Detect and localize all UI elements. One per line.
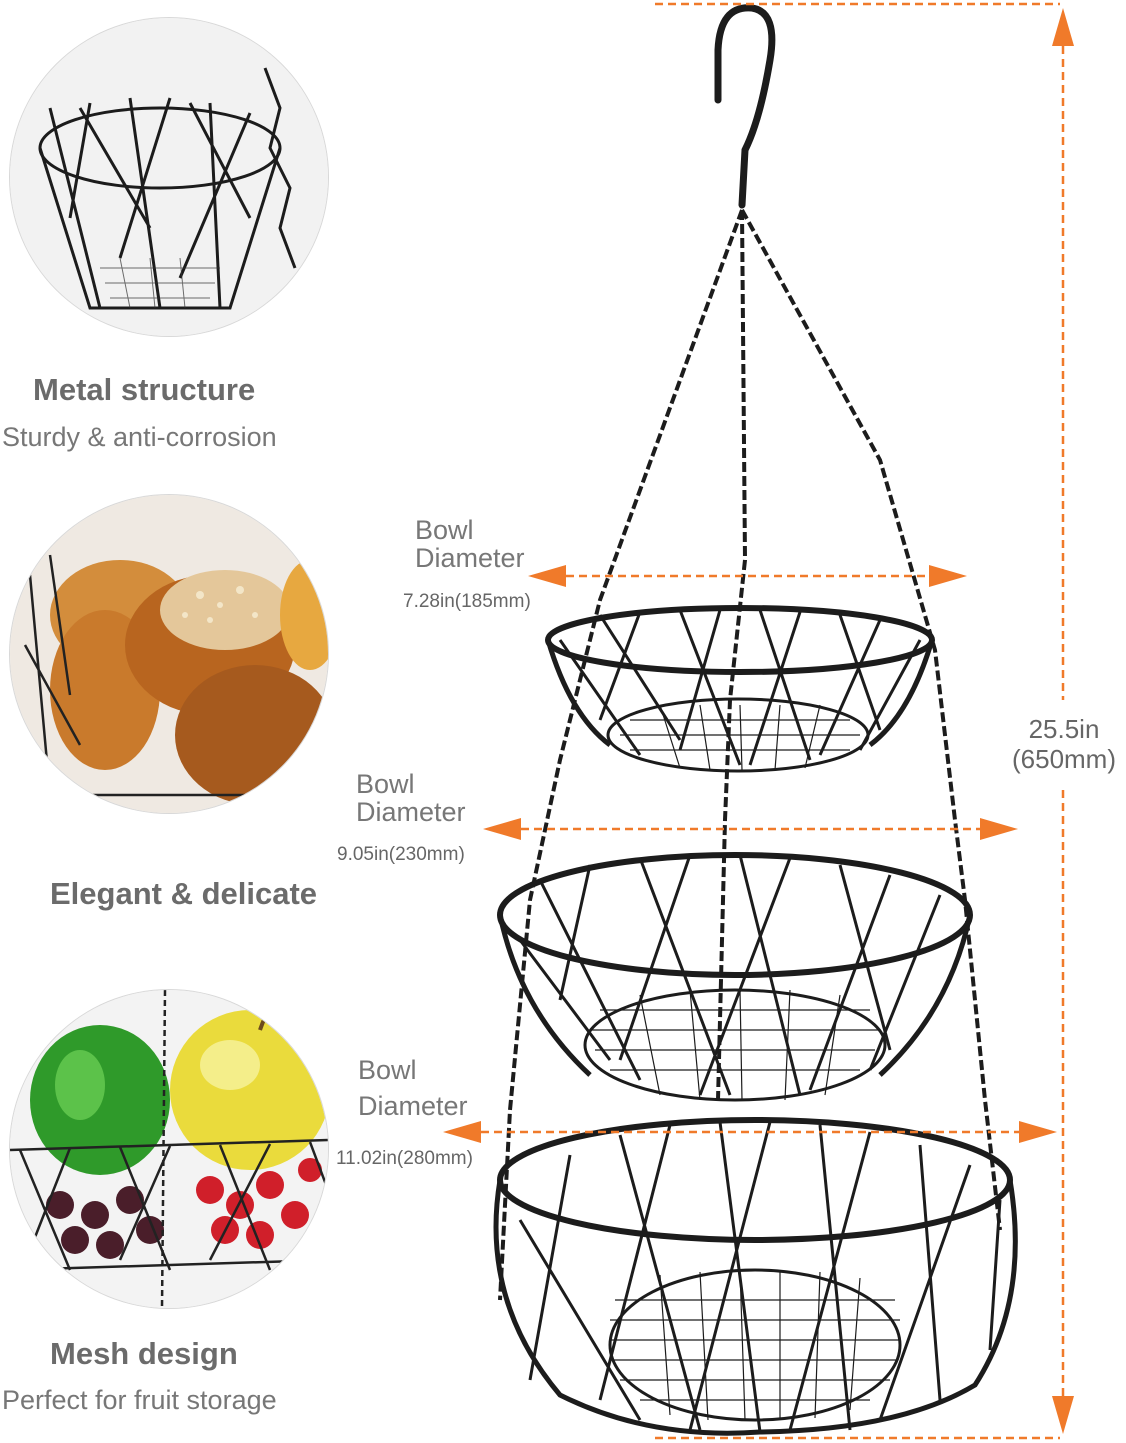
middle-basket — [497, 852, 973, 1102]
height-inches: 25.5in — [1028, 714, 1100, 744]
middle-bowl-diameter-value: 9.05in(230mm) — [337, 844, 465, 865]
bread-in-basket-icon — [10, 495, 328, 813]
hook-icon — [714, 4, 776, 209]
top-bowl-label-line2: Diameter — [415, 543, 525, 573]
metal-structure-image — [10, 18, 328, 336]
feature-subtitle-mesh: Perfect for fruit storage — [2, 1385, 277, 1415]
fruit-in-basket-icon — [10, 990, 328, 1308]
feature-title-metal: Metal structure — [33, 372, 256, 407]
feature-title-mesh: Mesh design — [50, 1336, 238, 1371]
feature-title-elegant: Elegant & delicate — [50, 876, 318, 911]
bottom-bowl-label-line1: Bowl — [358, 1055, 417, 1085]
dimension-line-bottom — [443, 1121, 1057, 1143]
top-bowl-diameter-value: 7.28in(185mm) — [403, 591, 531, 612]
bread-basket-image — [10, 495, 328, 813]
bottom-bowl-label: Bowl Diameter — [358, 1052, 468, 1124]
dimension-line-top — [528, 565, 967, 587]
middle-bowl-label: Bowl Diameter — [356, 770, 466, 826]
wire-basket-closeup-icon — [10, 18, 328, 336]
bottom-bowl-diameter-value: 11.02in(280mm) — [336, 1148, 473, 1169]
height-dimension-line — [655, 2, 1074, 1440]
bottom-bowl-label-line2: Diameter — [358, 1091, 468, 1121]
middle-bowl-label-line2: Diameter — [356, 797, 466, 827]
fruit-basket-image — [10, 990, 328, 1308]
top-basket — [545, 605, 935, 773]
dimension-line-middle — [483, 818, 1018, 840]
height-mm: (650mm) — [1011, 744, 1116, 774]
top-bowl-label-line1: Bowl — [415, 515, 474, 545]
total-height-value: 25.5in (650mm) — [1003, 714, 1125, 774]
top-bowl-label: Bowl Diameter — [415, 516, 525, 572]
bottom-basket — [493, 1117, 1018, 1436]
feature-subtitle-metal: Sturdy & anti-corrosion — [2, 422, 277, 452]
middle-bowl-label-line1: Bowl — [356, 769, 415, 799]
